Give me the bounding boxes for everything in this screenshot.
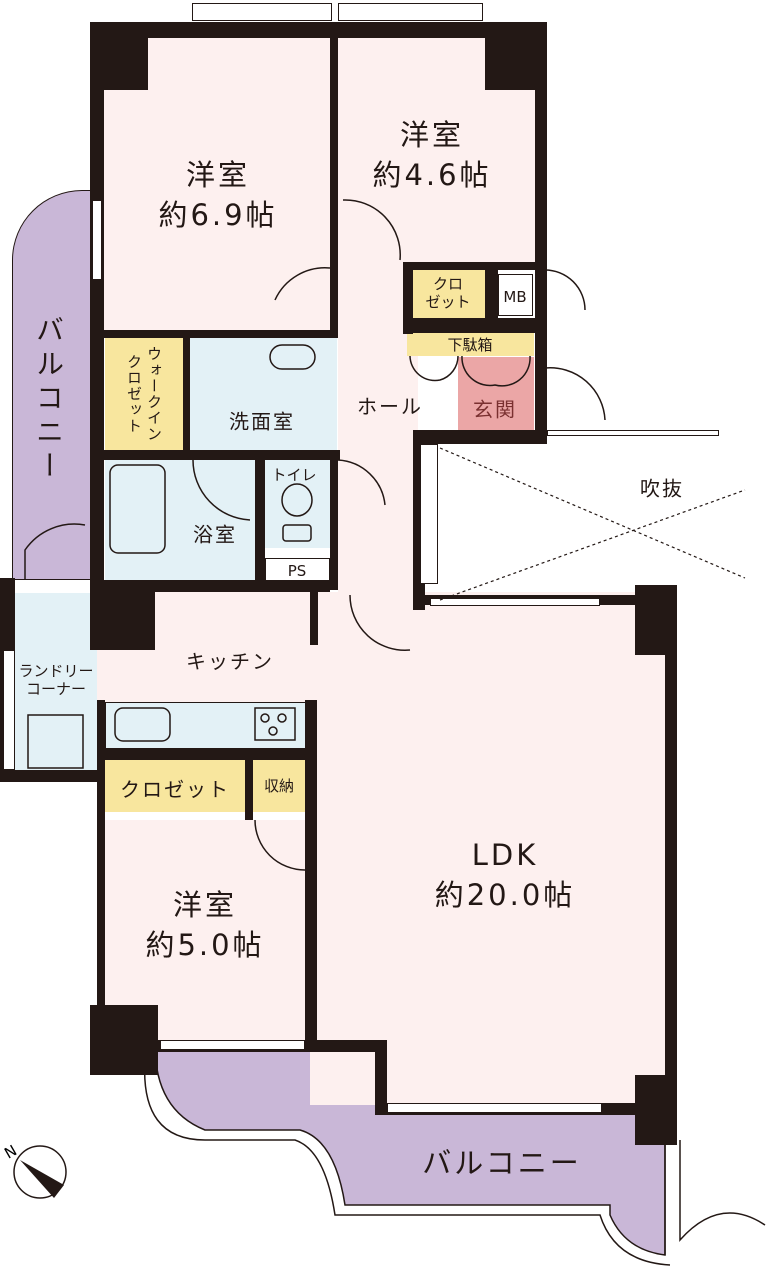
toilet-bowl	[281, 483, 313, 517]
wall	[90, 1005, 158, 1075]
ldk-area	[310, 600, 665, 1105]
balcony-bottom-label: バルコニー	[422, 1146, 582, 1180]
toilet	[265, 460, 330, 548]
window	[547, 430, 719, 436]
wall	[665, 585, 677, 1105]
room-western-2-label: 洋室約4.6帖	[372, 118, 492, 192]
window	[430, 598, 600, 606]
closet-bottom-label: クロゼット	[120, 777, 230, 802]
mb-label: MB	[503, 288, 527, 306]
storage	[253, 760, 306, 812]
kitchen-sink	[114, 707, 171, 742]
closet-hall-label: クロゼット	[425, 275, 471, 311]
washroom	[190, 338, 337, 450]
wall	[183, 338, 190, 458]
room-western-3-label: 洋室約5.0帖	[145, 888, 265, 962]
wall	[413, 430, 547, 444]
balcony-left	[12, 190, 92, 580]
wall	[90, 580, 155, 650]
ps-label: PS	[287, 562, 307, 580]
window	[420, 444, 438, 584]
bathtub	[109, 464, 166, 554]
laundry-label: ランドリーコーナー	[18, 662, 94, 698]
void-label: 吹抜	[640, 476, 684, 501]
walk-in-closet	[105, 338, 183, 450]
washbasin	[269, 344, 316, 370]
wall	[310, 590, 318, 645]
closet-hall	[413, 268, 485, 320]
wall	[148, 22, 488, 38]
wall	[105, 749, 315, 760]
stove	[254, 707, 296, 741]
shoe-box	[407, 333, 534, 356]
window	[160, 1040, 305, 1050]
storage-label: 収納	[263, 777, 295, 795]
washer	[27, 714, 84, 769]
shoe-box-label: 下駄箱	[447, 336, 493, 354]
wall	[255, 455, 265, 590]
wall	[635, 1075, 677, 1145]
entrance	[458, 357, 534, 430]
wall	[485, 262, 498, 324]
balcony-left-label: バルコニー	[32, 315, 65, 485]
wall	[0, 770, 105, 782]
wall	[100, 330, 338, 338]
wall	[90, 22, 104, 592]
window	[387, 1103, 602, 1113]
entrance-label: 玄関	[473, 397, 517, 422]
window	[92, 200, 102, 280]
bathroom	[105, 460, 255, 582]
wall	[330, 455, 338, 590]
room-western-1-label: 洋室約6.9帖	[158, 158, 278, 232]
window	[192, 3, 332, 21]
wall	[245, 760, 253, 820]
wall	[330, 22, 338, 337]
window	[338, 3, 483, 21]
window	[3, 650, 15, 770]
wall	[305, 700, 317, 1045]
void-cross	[439, 447, 746, 601]
washroom-label: 洗面室	[229, 409, 295, 434]
wall	[100, 450, 340, 460]
wall	[403, 262, 413, 334]
wall	[403, 262, 543, 270]
wall	[375, 1040, 387, 1110]
mb-box	[498, 274, 533, 316]
closet-bottom	[105, 760, 245, 812]
wall	[413, 318, 543, 333]
bathroom-label: 浴室	[193, 522, 237, 547]
wall	[97, 700, 105, 1050]
walk-in-closet-label: ウォークインクロゼット	[125, 346, 163, 442]
hall-label: ホール	[357, 394, 423, 419]
wall	[535, 22, 547, 442]
kitchen-label: キッチン	[186, 649, 274, 674]
toilet-label: トイレ	[271, 466, 317, 484]
